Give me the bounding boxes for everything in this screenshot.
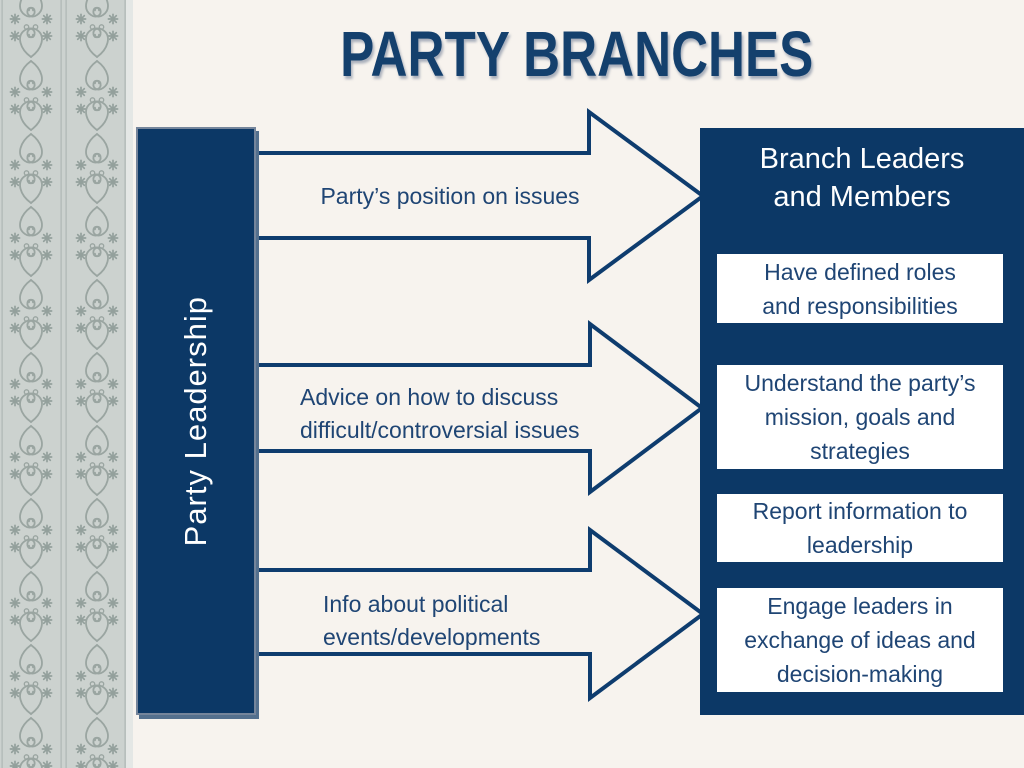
decorative-left-border: [0, 0, 133, 768]
party-leadership-box: Party Leadership: [136, 127, 256, 715]
arrow-2-label: Advice on how to discuss difficult/contr…: [300, 384, 580, 443]
branch-item-report: Report information to leadership: [717, 494, 1003, 562]
arrow-3-label: Info about political events/developments: [323, 591, 541, 650]
branch-item-roles: Have defined roles and responsibilities: [717, 254, 1003, 323]
floral-scroll-pattern-icon: [0, 0, 133, 768]
branch-leaders-panel: Branch Leaders and Members Have defined …: [700, 128, 1024, 715]
arrow-1-label: Party’s position on issues: [320, 183, 580, 209]
slide-title: PARTY BRANCHES: [340, 18, 814, 90]
slide-title-area: PARTY BRANCHES: [137, 16, 1017, 92]
branch-item-mission: Understand the party’s mission, goals an…: [717, 365, 1003, 469]
party-leadership-label: Party Leadership: [178, 295, 213, 547]
branch-item-engage: Engage leaders in exchange of ideas and …: [717, 588, 1003, 692]
branch-panel-title: Branch Leaders and Members: [759, 143, 965, 213]
